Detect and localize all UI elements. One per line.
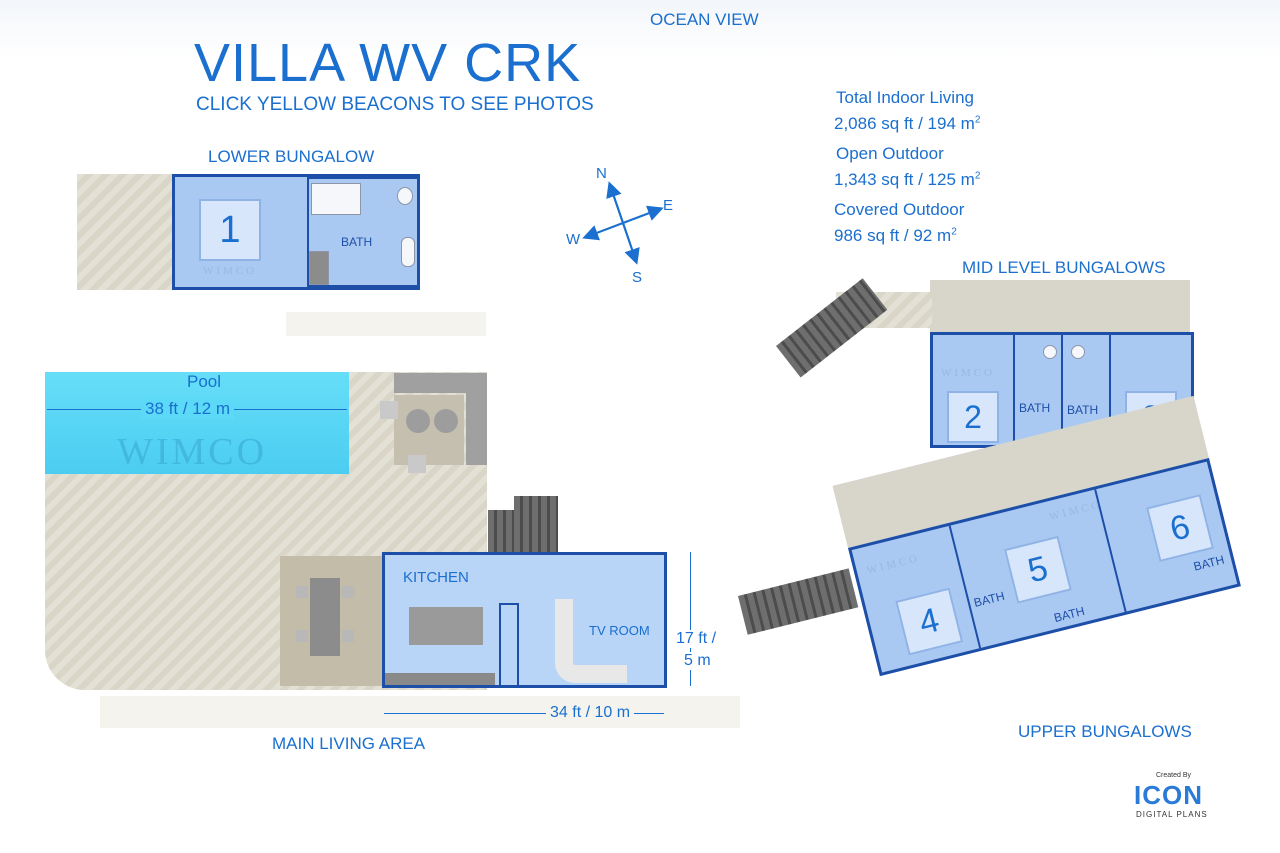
counter-icon	[385, 673, 495, 685]
chair-icon	[296, 586, 308, 598]
mid-bath-right-label: BATH	[1067, 403, 1099, 417]
total-indoor-value: 2,086 sq ft / 194 m2	[834, 114, 981, 133]
curved-path	[286, 312, 486, 336]
compass-arrows-icon	[582, 181, 664, 265]
lower-bungalow: BATH 1 WIMCO	[172, 174, 420, 290]
pool: Pool 38 ft / 12 m WIMCO	[45, 372, 349, 474]
kitchen-island-icon	[409, 607, 483, 645]
tv-room-label: TV ROOM	[589, 623, 650, 638]
main-living-area: KITCHEN TV ROOM	[382, 552, 667, 688]
compass: N E S W	[560, 165, 680, 286]
upper-bath-mid-label: BATH	[1052, 603, 1087, 626]
sink-icon	[401, 237, 415, 267]
upper-bungalows-label: UPPER BUNGALOWS	[1018, 722, 1192, 741]
upper-stairs	[738, 568, 859, 635]
pool-watermark: WIMCO	[117, 431, 268, 473]
chair-icon	[342, 586, 354, 598]
bedroom-4-beacon[interactable]: 4	[895, 587, 964, 656]
table-icon	[434, 409, 458, 433]
bedroom-1-beacon[interactable]: 1	[199, 199, 261, 261]
covered-outdoor-label: Covered Outdoor	[834, 200, 965, 219]
kitchen-label: KITCHEN	[403, 569, 469, 586]
pool-dimension: 38 ft / 12 m	[141, 399, 235, 419]
page-title: VILLA WV CRK	[194, 33, 582, 93]
bathroom-wall	[1013, 335, 1015, 445]
pantry	[499, 603, 519, 687]
living-depth-line	[690, 552, 691, 686]
living-depth-1: 17 ft /	[676, 630, 717, 648]
chair-icon	[380, 401, 398, 419]
watermark: WIMCO	[203, 265, 258, 277]
shower-icon	[311, 183, 361, 215]
watermark: WIMCO	[941, 367, 996, 379]
bedroom-6-beacon[interactable]: 6	[1146, 494, 1214, 563]
living-width-line	[384, 713, 664, 714]
table-icon	[406, 409, 430, 433]
living-width-dimension: 34 ft / 10 m	[546, 704, 635, 722]
watermark: WIMCO	[1048, 498, 1104, 524]
chair-icon	[296, 630, 308, 642]
mid-bath-left-label: BATH	[1019, 401, 1051, 415]
watermark: WIMCO	[865, 552, 922, 577]
bathroom-wall	[1061, 335, 1063, 445]
chair-icon	[342, 630, 354, 642]
lower-bungalow-label: LOWER BUNGALOW	[208, 147, 375, 166]
mid-level-deck	[930, 280, 1190, 332]
main-stairs	[488, 510, 514, 552]
ocean-band	[0, 0, 1280, 60]
compass-west: W	[566, 231, 581, 248]
toilet-icon	[1043, 345, 1057, 359]
mid-level-bungalows-label: MID LEVEL BUNGALOWS	[962, 258, 1166, 277]
living-depth-2: 5 m	[684, 652, 711, 670]
lower-bath-label: BATH	[341, 235, 373, 249]
bedroom-2-beacon[interactable]: 2	[947, 391, 999, 443]
bedroom-5-beacon[interactable]: 5	[1003, 535, 1072, 604]
toilet-icon	[1071, 345, 1085, 359]
compass-south: S	[632, 269, 643, 286]
vanity-icon	[309, 251, 329, 285]
sofa-side-icon	[466, 373, 487, 465]
toilet-icon	[397, 187, 413, 205]
dining-area	[280, 556, 384, 686]
logo-tagline: DIGITAL PLANS	[1136, 810, 1208, 819]
open-outdoor-value: 1,343 sq ft / 125 m2	[834, 170, 981, 189]
upper-bath-left-label: BATH	[972, 588, 1006, 610]
tv-room-sofa-icon	[555, 599, 627, 683]
dining-table-icon	[310, 578, 340, 656]
bathroom-wall	[1109, 335, 1111, 445]
lounge-seating	[380, 373, 487, 473]
upper-bungalows-group: 4 5 6 BATH BATH BATH WIMCO WIMCO	[832, 395, 1266, 730]
upper-bath-right-label: BATH	[1192, 552, 1226, 574]
living-width-band	[100, 696, 740, 728]
page-subtitle: CLICK YELLOW BEACONS TO SEE PHOTOS	[196, 94, 594, 115]
icon-digital-plans-logo: Created By ICON DIGITAL PLANS	[1128, 772, 1220, 820]
logo-created-by: Created By	[1156, 772, 1192, 779]
lower-bungalow-deck	[77, 174, 177, 290]
covered-outdoor-value: 986 sq ft / 92 m2	[834, 226, 957, 245]
compass-east: E	[663, 197, 674, 214]
compass-north: N	[596, 165, 607, 182]
main-stairs	[514, 496, 558, 552]
total-indoor-label: Total Indoor Living	[836, 88, 974, 107]
ocean-view-label: OCEAN VIEW	[650, 10, 759, 29]
logo-brand: ICON	[1134, 780, 1203, 810]
sofa-icon	[394, 373, 487, 393]
main-living-area-label: MAIN LIVING AREA	[272, 734, 426, 753]
open-outdoor-label: Open Outdoor	[836, 144, 944, 163]
chair-icon	[408, 455, 426, 473]
pool-label: Pool	[187, 372, 222, 391]
